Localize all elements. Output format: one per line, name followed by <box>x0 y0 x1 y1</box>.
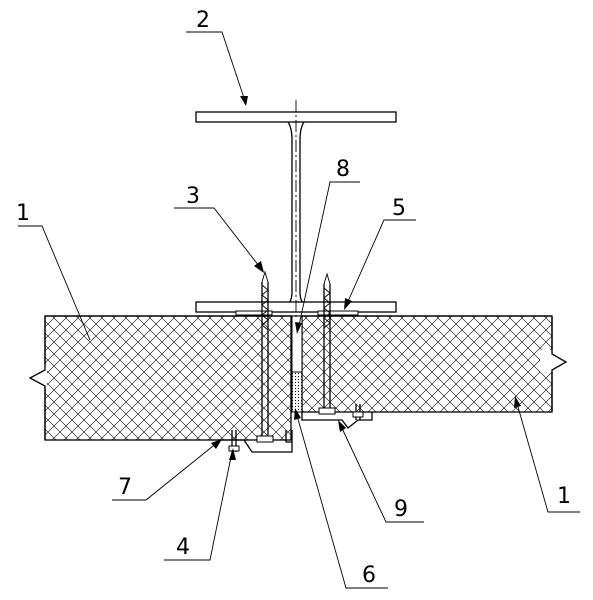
bracket-left <box>218 430 293 453</box>
callout-bolt-left: 4 <box>176 535 190 560</box>
callout-panel-left: 1 <box>16 201 30 226</box>
washer-plate-right <box>317 310 359 316</box>
callout-gap-filler: 8 <box>336 157 350 182</box>
bracket-center <box>285 430 292 443</box>
bracket-bolt-right <box>352 404 364 420</box>
bracket-right <box>301 412 373 429</box>
callout-washer-right: 5 <box>392 196 406 221</box>
washer-plate-left <box>235 310 273 316</box>
callout-steel-beam: 2 <box>196 8 210 33</box>
left-panel <box>25 315 292 441</box>
right-panel <box>301 315 568 413</box>
callout-panel-right: 1 <box>557 484 571 509</box>
left-screw <box>256 270 274 443</box>
callout-screw-left: 3 <box>186 184 200 209</box>
leader-lines <box>18 31 580 589</box>
callout-bracket-right: 9 <box>394 497 408 522</box>
callout-bracket-center: 6 <box>362 563 376 588</box>
callout-bracket-left: 7 <box>118 475 132 500</box>
bracket-bolt-left <box>228 430 240 452</box>
steel-i-beam <box>195 100 397 318</box>
right-screw <box>318 272 336 415</box>
